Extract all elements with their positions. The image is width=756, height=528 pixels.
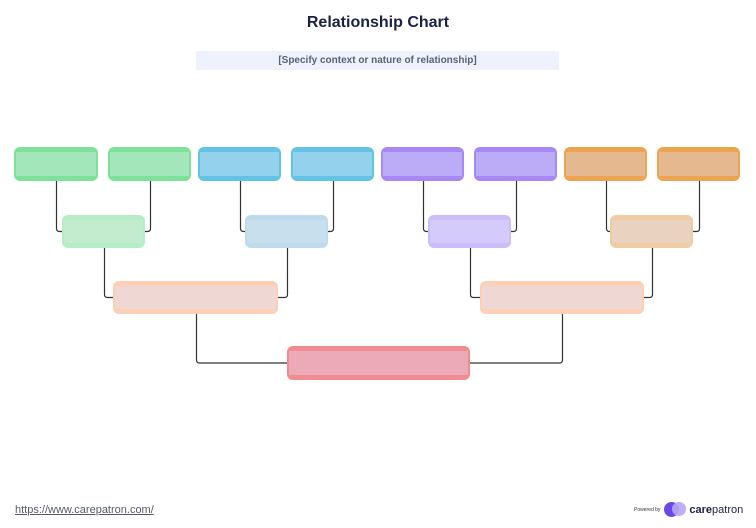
node-label: [247, 220, 326, 243]
connector-root-r3: [470, 314, 564, 364]
connector-l3-g2: [103, 248, 113, 299]
node-label: [289, 351, 468, 375]
connector-root-l3: [195, 314, 287, 364]
node-level1-p1b[interactable]: [474, 147, 557, 181]
carepatron-brand: carepatron: [689, 503, 744, 516]
carepatron-link[interactable]: https://www.carepatron.com/: [15, 504, 154, 516]
node-level2-p2[interactable]: [428, 215, 511, 248]
node-label: [383, 152, 462, 176]
connector-p2-p1b: [511, 181, 518, 233]
powered-by-badge[interactable]: Powered by carepatron: [634, 502, 743, 517]
carepatron-logo-icon: [664, 502, 687, 517]
connector-o2-o1b: [693, 181, 701, 233]
page-title: Relationship Chart: [306, 14, 450, 31]
node-level4-root[interactable]: [287, 346, 470, 380]
node-level2-g2[interactable]: [62, 215, 145, 248]
node-label: [612, 220, 691, 243]
node-label: [566, 152, 645, 176]
node-label: [115, 286, 276, 309]
connector-p2-p1a: [422, 181, 428, 233]
connector-b2-b1b: [328, 181, 335, 233]
node-label: [659, 152, 738, 176]
node-level1-b1b[interactable]: [291, 147, 374, 181]
connector-l3-b2: [278, 248, 289, 299]
connector-r3-p2: [469, 248, 480, 299]
node-level2-b2[interactable]: [245, 215, 328, 248]
node-label: [16, 152, 96, 176]
powered-by-text: Powered by: [634, 506, 661, 513]
node-label: [110, 152, 189, 176]
node-label: [482, 286, 642, 309]
connector-b2-b1a: [239, 181, 245, 233]
node-level1-o1b[interactable]: [657, 147, 740, 181]
node-label: [200, 152, 279, 176]
node-level2-o2[interactable]: [610, 215, 693, 248]
connector-g2-g1a: [55, 181, 62, 233]
node-level1-o1a[interactable]: [564, 147, 647, 181]
node-label: [64, 220, 143, 243]
relationship-context[interactable]: [Specify context or nature of relationsh…: [196, 51, 559, 70]
node-level1-p1a[interactable]: [381, 147, 464, 181]
node-label: [293, 152, 372, 176]
node-level1-b1a[interactable]: [198, 147, 281, 181]
connector-g2-g1b: [145, 181, 152, 233]
node-level3-r3[interactable]: [480, 281, 644, 314]
node-label: [476, 152, 555, 176]
node-level1-g1a[interactable]: [14, 147, 98, 181]
connector-o2-o1a: [605, 181, 610, 233]
node-label: [430, 220, 509, 243]
connector-r3-o2: [644, 248, 654, 299]
node-level1-g1b[interactable]: [108, 147, 191, 181]
node-level3-l3[interactable]: [113, 281, 278, 314]
